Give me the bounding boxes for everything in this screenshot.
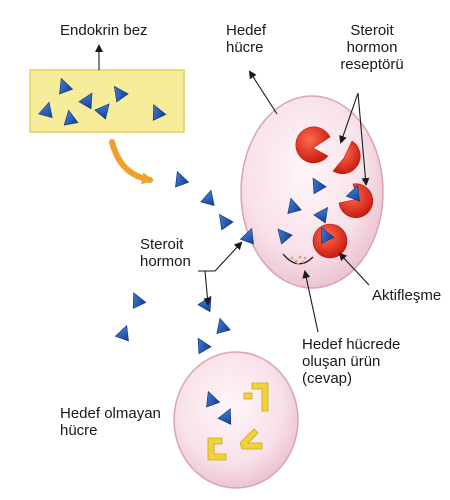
steroid-receptors <box>295 126 374 259</box>
product-label: Hedef hücrede oluşan ürün (cevap) <box>302 336 400 387</box>
steroid-hormone-label-line1: Steroit <box>140 236 184 253</box>
target-cell <box>240 95 384 289</box>
endocrine-gland-label: Endokrin bez <box>60 22 148 39</box>
activation-label: Aktifleşme <box>372 287 442 304</box>
non-target-cell <box>173 351 299 489</box>
receptor <box>332 140 361 175</box>
steroid-receptor-label-line2: hormon <box>346 39 398 56</box>
steroid-receptor-label-line3: reseptörü <box>340 56 404 73</box>
target-cell-leader <box>248 70 278 115</box>
target-cell-label-line1: Hedef <box>226 22 267 39</box>
receptor-leader-1 <box>339 92 359 144</box>
steroid-receptor-label: Steroit hormon reseptörü <box>332 22 412 73</box>
target-cell-label: Hedef hücre <box>226 22 266 56</box>
product-label-line2: oluşan ürün <box>302 353 381 370</box>
non-target-receptors <box>207 382 269 461</box>
product-leader <box>302 270 319 333</box>
hormone-leader-up <box>198 241 243 272</box>
receptor <box>295 126 331 164</box>
product-label-line3: (cevap) <box>302 370 353 387</box>
cell-product <box>282 253 314 266</box>
endocrine-gland <box>29 69 185 133</box>
non-target-cell-label-line2: hücre <box>60 422 98 439</box>
non-target-cell-label-line1: Hedef olmayan <box>60 405 161 422</box>
leader-lines <box>95 44 370 333</box>
non-target-cell-label: Hedef olmayan hücre <box>60 405 161 439</box>
secretion-arrow <box>109 139 154 185</box>
steroid-hormone-label-line2: hormon <box>140 253 191 270</box>
steroid-hormone-label: Steroit hormon <box>140 236 191 270</box>
receptor-leader-2 <box>357 92 370 186</box>
steroid-receptor-label-line1: Steroit <box>350 22 394 39</box>
activation-leader <box>338 252 370 286</box>
target-cell-label-line2: hücre <box>226 39 264 56</box>
product-label-line1: Hedef hücrede <box>302 336 401 353</box>
hormone-leader-down <box>198 270 212 306</box>
activated-receptor <box>312 223 348 259</box>
